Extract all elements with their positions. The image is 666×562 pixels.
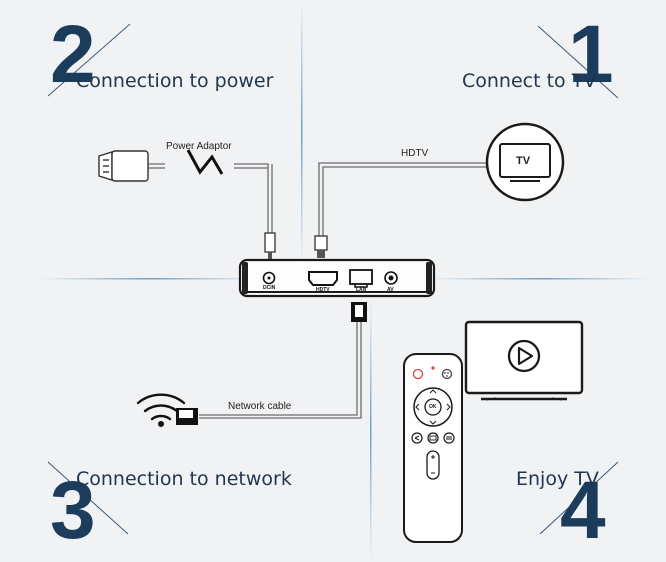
tv-label: TV — [516, 155, 531, 167]
step-1-label: Connect to TV — [462, 70, 597, 92]
step-4-label: Enjoy TV — [516, 468, 599, 490]
hdtv-cable-label: HDTV — [401, 148, 429, 159]
play-icon — [507, 339, 541, 373]
power-adaptor-label: Power Adaptor — [166, 141, 232, 152]
divider-horizontal-left — [40, 278, 260, 280]
step-3-label: Connection to network — [76, 468, 292, 490]
tv-icon — [485, 122, 565, 202]
lan-plug — [351, 302, 367, 322]
hdmi-plug — [314, 235, 328, 258]
lan-port-label: LAN — [356, 287, 367, 293]
network-plug — [176, 408, 198, 425]
divider-vertical-bottom — [370, 300, 372, 562]
dcin-port-label: DCIN — [263, 285, 276, 291]
dpad — [413, 387, 453, 427]
ok-button — [424, 398, 442, 416]
step-1-slash — [537, 25, 619, 99]
box-ports — [262, 269, 398, 288]
divider-vertical-top — [301, 0, 303, 265]
av-port — [384, 271, 398, 285]
power-plug — [98, 150, 149, 182]
home-button — [427, 432, 439, 444]
lan-port — [349, 269, 373, 285]
ok-button-label: OK — [429, 404, 437, 410]
network-cable-label: Network cable — [228, 401, 292, 412]
step-2-label: Connection to power — [76, 70, 274, 92]
dc-plug — [264, 232, 276, 260]
power-icon — [186, 149, 224, 175]
step-4-slash — [539, 461, 619, 535]
dc-in-port — [262, 271, 276, 285]
divider-horizontal-right — [430, 278, 650, 280]
menu-button — [443, 432, 455, 444]
step-2-slash — [47, 23, 131, 97]
back-button — [411, 432, 423, 444]
step-3-slash — [47, 461, 129, 535]
step-4-number: 4 — [560, 465, 606, 556]
step-3-number: 3 — [50, 465, 96, 556]
hdtv-port-label: HDTV — [316, 287, 330, 293]
hdmi-port — [308, 271, 338, 286]
hdmi-cable — [318, 162, 490, 236]
step-1-number: 1 — [568, 9, 614, 100]
network-cable — [199, 322, 362, 419]
cables — [148, 162, 490, 419]
remote-control — [403, 353, 463, 543]
power-cable — [148, 163, 273, 233]
volume-rocker — [426, 450, 440, 480]
av-port-label: AV — [387, 287, 394, 293]
wifi-icon — [136, 393, 186, 428]
power-button — [412, 368, 424, 380]
step-2-number: 2 — [50, 9, 96, 100]
assistant-button — [441, 368, 453, 380]
